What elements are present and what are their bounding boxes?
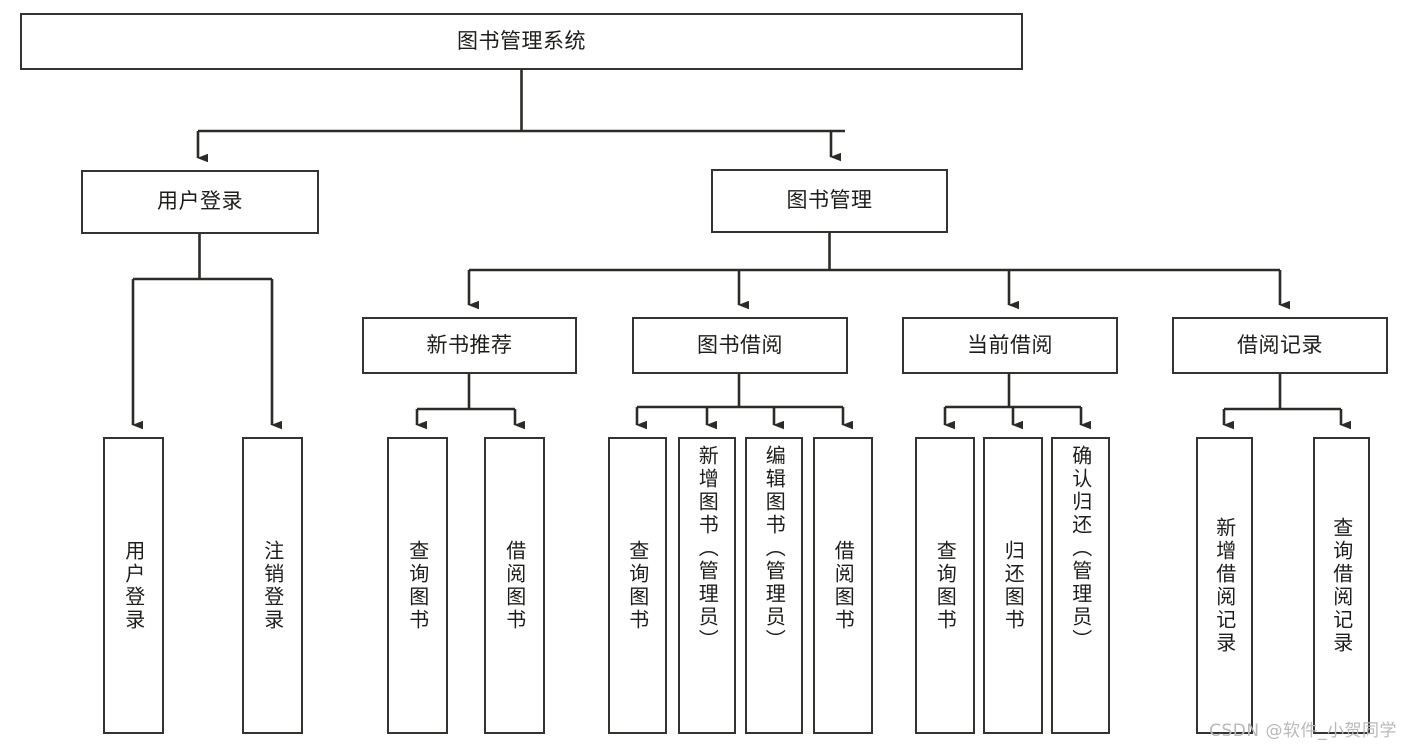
leaf-query-book-current[interactable]: 查询图书: [915, 437, 975, 734]
node-book-borrow-label: 图书借阅: [697, 332, 783, 357]
leaf-edit-book-admin[interactable]: 编辑图书（管理员）: [745, 437, 803, 734]
leaf-borrow-book[interactable]: 借阅图书: [813, 437, 873, 734]
leaf-logout-login[interactable]: 注销登录: [242, 437, 303, 734]
node-root-label: 图书管理系统: [457, 28, 586, 53]
leaf-borrow-book-recommend-label: 借阅图书: [502, 539, 527, 632]
node-new-book-recommend-label: 新书推荐: [426, 332, 513, 357]
leaf-query-book-recommend[interactable]: 查询图书: [387, 437, 448, 734]
leaf-return-book-label: 归还图书: [1001, 539, 1026, 632]
node-current-borrow-label: 当前借阅: [967, 332, 1053, 357]
leaf-add-borrow-record[interactable]: 新增借阅记录: [1196, 437, 1253, 734]
node-root[interactable]: 图书管理系统: [20, 13, 1023, 70]
node-user-login-label: 用户登录: [157, 189, 243, 214]
leaf-logout-login-label: 注销登录: [260, 539, 285, 632]
leaf-query-borrow-record-label: 查询借阅记录: [1329, 516, 1354, 655]
leaf-add-book-admin[interactable]: 新增图书（管理员）: [678, 437, 736, 734]
node-borrow-record-label: 借阅记录: [1237, 332, 1323, 357]
leaf-query-borrow-record[interactable]: 查询借阅记录: [1313, 437, 1370, 734]
leaf-user-login-label: 用户登录: [121, 539, 146, 632]
node-new-book-recommend[interactable]: 新书推荐: [362, 317, 577, 374]
node-book-manage-label: 图书管理: [786, 188, 873, 213]
leaf-borrow-book-label: 借阅图书: [831, 539, 856, 632]
node-borrow-record[interactable]: 借阅记录: [1172, 317, 1388, 374]
leaf-query-book-borrow-label: 查询图书: [625, 539, 650, 632]
node-current-borrow[interactable]: 当前借阅: [902, 317, 1118, 374]
leaf-confirm-return-admin[interactable]: 确认归还（管理员）: [1051, 437, 1110, 734]
leaf-add-book-admin-label: 新增图书（管理员）: [695, 445, 720, 652]
leaf-edit-book-admin-label: 编辑图书（管理员）: [762, 445, 787, 652]
node-book-borrow[interactable]: 图书借阅: [632, 317, 848, 374]
leaf-add-borrow-record-label: 新增借阅记录: [1212, 516, 1237, 655]
leaf-query-book-borrow[interactable]: 查询图书: [608, 437, 667, 734]
leaf-borrow-book-recommend[interactable]: 借阅图书: [484, 437, 545, 734]
leaf-query-book-recommend-label: 查询图书: [405, 539, 430, 632]
leaf-confirm-return-admin-label: 确认归还（管理员）: [1068, 445, 1093, 652]
leaf-user-login[interactable]: 用户登录: [103, 437, 164, 734]
csdn-watermark: CSDN @软件_小贺同学: [1209, 721, 1397, 741]
leaf-query-book-current-label: 查询图书: [933, 539, 958, 632]
leaf-return-book[interactable]: 归还图书: [983, 437, 1043, 734]
node-user-login[interactable]: 用户登录: [81, 170, 319, 234]
node-book-manage[interactable]: 图书管理: [711, 169, 948, 233]
